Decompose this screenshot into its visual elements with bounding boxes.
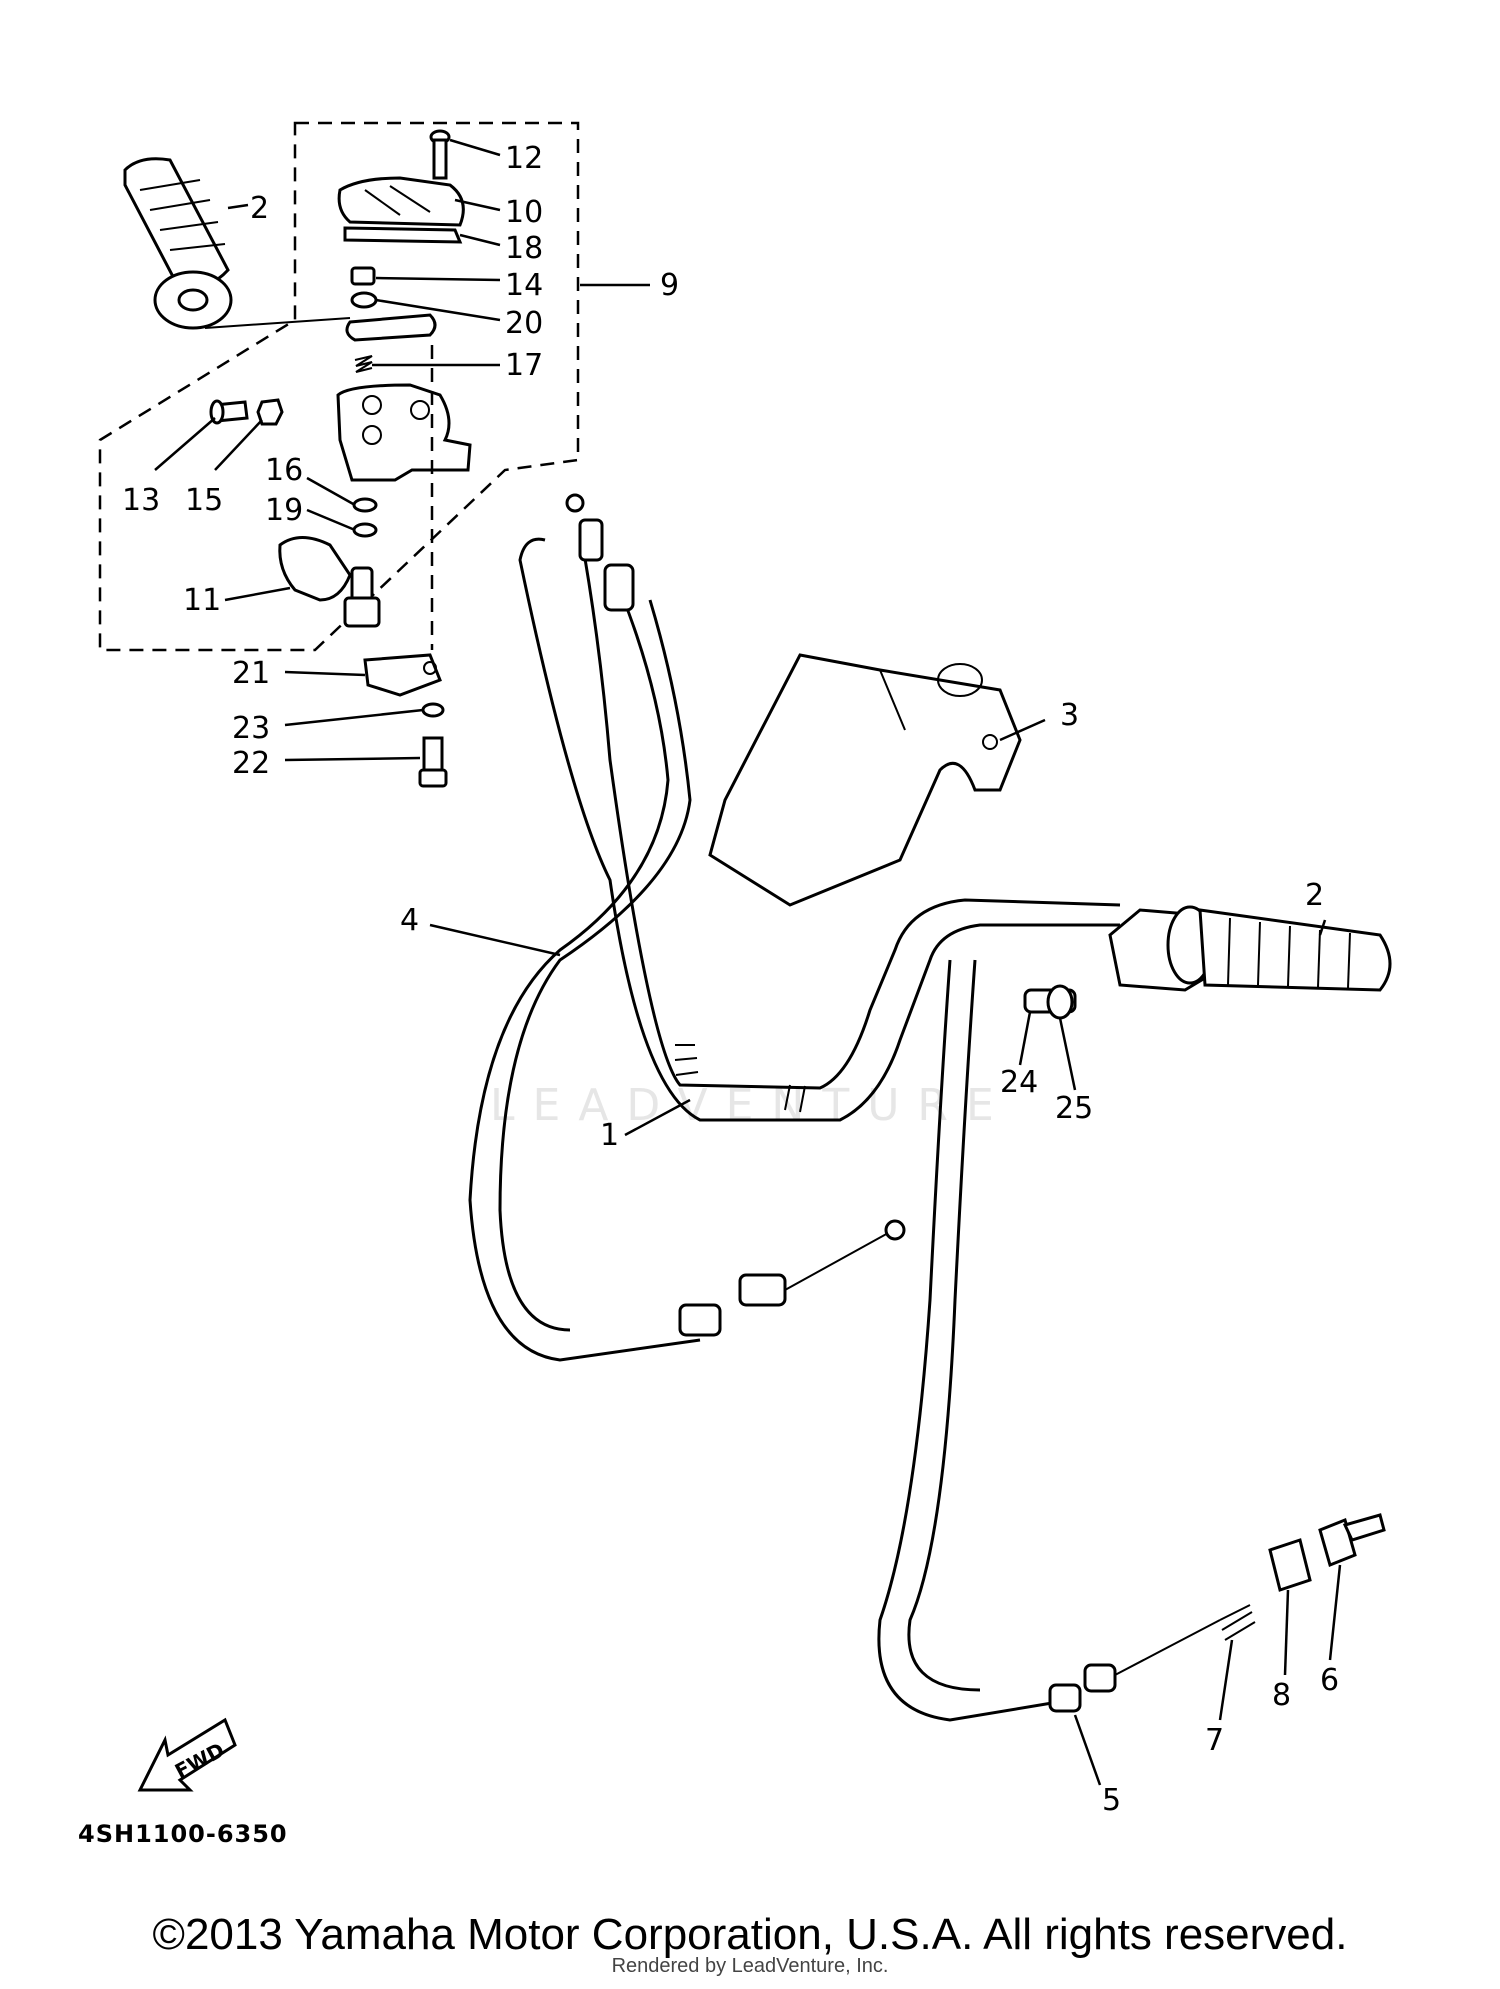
spring-17	[354, 355, 373, 373]
assembly-dashed-outline	[98, 121, 580, 652]
left-grip	[123, 157, 233, 330]
label-part-15: 15	[185, 483, 223, 518]
rendered-by-notice: Rendered by LeadVenture, Inc.	[611, 1955, 889, 1977]
forward-arrow: FWD	[137, 1717, 237, 1792]
label-part-24: 24	[1000, 1065, 1038, 1100]
nut-14	[350, 266, 376, 286]
washer-23	[421, 702, 445, 718]
throttle-housing-cover	[337, 176, 465, 244]
label-part-7: 7	[1205, 1723, 1224, 1758]
label-part-2-left: 2	[250, 191, 269, 226]
label-part-3: 3	[1060, 698, 1079, 733]
diagram-code: 4SH1100-6350	[78, 1820, 288, 1848]
label-part-17: 17	[505, 348, 543, 383]
label-part-25: 25	[1055, 1091, 1093, 1126]
label-part-14: 14	[505, 268, 543, 303]
copyright-notice: ©2013 Yamaha Motor Corporation, U.S.A. A…	[152, 1910, 1348, 1959]
plate-bracket	[345, 313, 437, 342]
plunger-6	[1318, 1513, 1386, 1568]
label-part-2-right: 2	[1305, 878, 1324, 913]
cable-fitting-lower	[678, 1219, 906, 1337]
clamp-21	[363, 653, 442, 697]
collar-8	[1268, 1538, 1312, 1592]
label-part-9: 9	[660, 268, 679, 303]
cable-adjuster-24-25	[1023, 984, 1077, 1020]
label-part-1: 1	[600, 1118, 619, 1153]
label-part-10: 10	[505, 195, 543, 230]
label-part-4: 4	[400, 903, 419, 938]
label-part-5: 5	[1102, 1783, 1121, 1818]
screw-13	[209, 399, 249, 425]
label-part-22: 22	[232, 746, 270, 781]
throttle-lever	[278, 536, 381, 628]
label-part-20: 20	[505, 306, 543, 341]
label-part-21: 21	[232, 656, 270, 691]
washer-16	[352, 497, 378, 513]
spring-7	[1219, 1604, 1256, 1641]
leader-lines	[154, 138, 1342, 1786]
choke-cable	[877, 959, 1071, 1722]
handlebar-cover	[708, 653, 1022, 907]
right-grip	[1108, 905, 1392, 992]
label-part-23: 23	[232, 711, 270, 746]
label-part-18: 18	[505, 231, 543, 266]
bolt-22	[418, 736, 448, 788]
cable-fitting-upper	[565, 493, 635, 612]
label-part-16: 16	[265, 453, 303, 488]
label-part-6: 6	[1320, 1663, 1339, 1698]
label-part-13: 13	[122, 483, 160, 518]
nut-15	[256, 398, 284, 426]
label-part-19: 19	[265, 493, 303, 528]
handlebar-grip-rings	[674, 1044, 806, 1113]
cover-screw	[429, 129, 451, 180]
washer-19	[352, 522, 378, 538]
label-part-8: 8	[1272, 1678, 1291, 1713]
label-part-11: 11	[183, 583, 221, 618]
handlebar	[518, 537, 1120, 1122]
watermark-text: LEADVENTURE	[490, 1080, 1012, 1131]
choke-cable-end	[1048, 1619, 1221, 1713]
label-part-12: 12	[505, 141, 543, 176]
washer-20	[350, 291, 378, 309]
throttle-housing	[336, 383, 472, 482]
